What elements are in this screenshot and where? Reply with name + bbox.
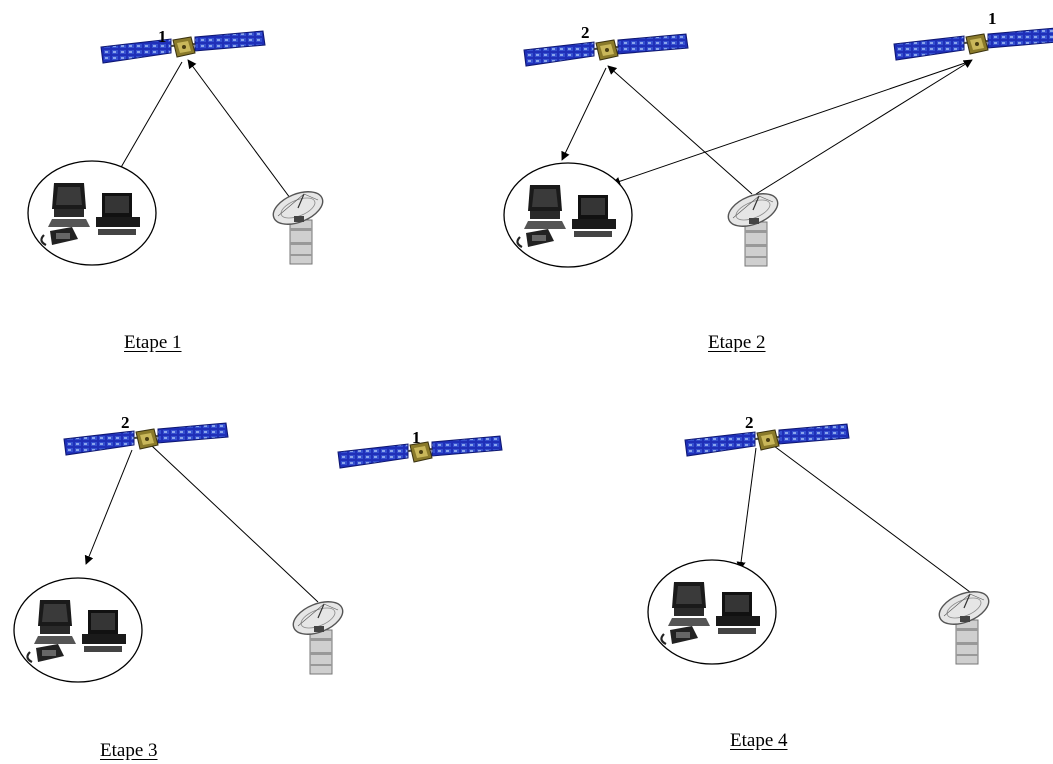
user-terminals-icon [502, 161, 634, 269]
step-4-panel: 2 [646, 413, 995, 666]
satellite-icon [684, 423, 850, 457]
downlink-arrow [736, 447, 757, 571]
uplink-line [151, 445, 319, 603]
satellite-number: 2 [745, 413, 754, 432]
uplink-arrow-sat2 [607, 65, 753, 195]
step-2-label: Etape 2 [708, 332, 766, 353]
user-terminals-icon [12, 576, 144, 684]
downlink-arrow-sat2 [561, 67, 607, 161]
satellite-icon [63, 422, 229, 456]
uplink-arrow-sat1 [755, 59, 973, 195]
downlink-arrow [115, 61, 183, 177]
satellite-number: 1 [988, 9, 997, 28]
step-4-label: Etape 4 [730, 730, 788, 751]
step-1-label: Etape 1 [124, 332, 182, 353]
satellite-icon [100, 30, 266, 64]
satellite-icon [893, 27, 1053, 61]
step-1-panel: 1 [26, 27, 329, 267]
satellite-dish-icon [722, 186, 784, 267]
step-3-label: Etape 3 [100, 740, 158, 761]
satellite-number: 1 [158, 27, 167, 46]
satellite-number: 2 [581, 23, 590, 42]
satellite-dish-icon [287, 594, 349, 675]
satellite-icon [523, 33, 689, 67]
step-3-panel: 2 1 [12, 413, 503, 684]
downlink-arrow [84, 449, 133, 565]
uplink-arrow [187, 59, 297, 207]
user-terminals-icon [26, 159, 158, 267]
satellite-number: 1 [412, 428, 421, 447]
user-terminals-icon [646, 558, 778, 666]
satellite-dish-icon [267, 184, 329, 265]
downlink-arrow-sat1 [611, 61, 969, 186]
satellite-dish-icon [933, 584, 995, 665]
satellite-number: 2 [121, 413, 130, 432]
uplink-line [773, 445, 971, 593]
step-2-panel: 2 1 [502, 9, 1053, 269]
